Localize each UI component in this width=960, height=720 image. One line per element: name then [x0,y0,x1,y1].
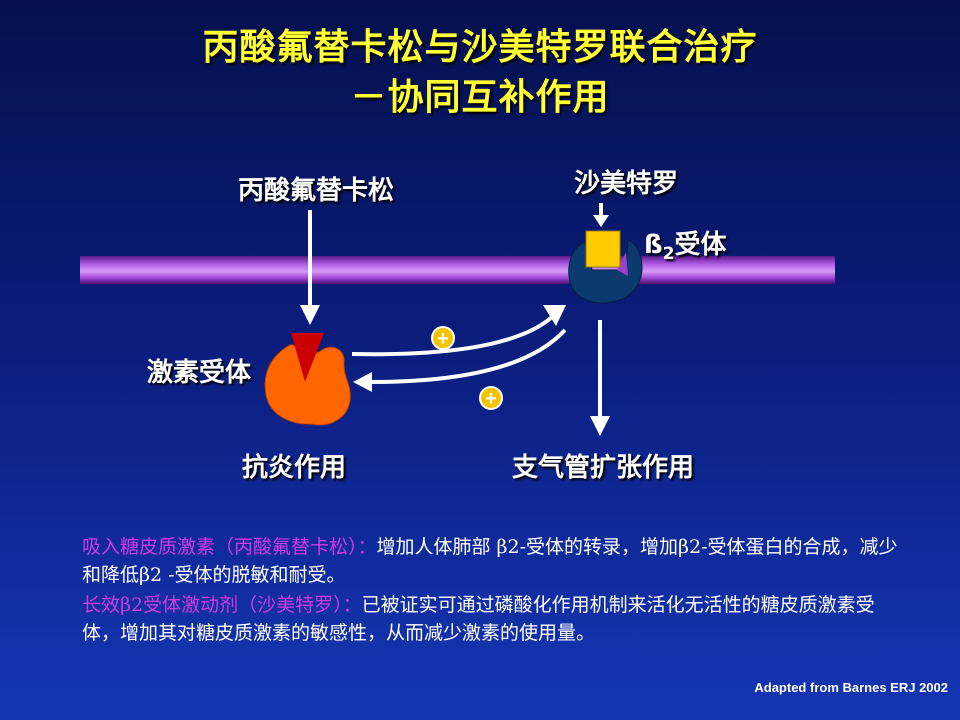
ics-heading: 吸入糖皮质激素（丙酸氟替卡松）： [82,536,377,558]
receptor-notch [617,252,628,276]
beta2-to-gr-arrowhead [353,372,372,392]
beta2-text: 受体 [674,230,727,260]
beta2-to-gr-arrow [371,328,567,384]
fp-ligand [291,333,324,382]
bronchodilation-arrow [590,320,610,436]
fp-down-arrow [300,210,320,325]
ics-text: 增加人体肺部 β2-受体的转录，增加β2-受体蛋白的合成，减少和降低β2 -受体… [82,536,898,586]
plus-sign-bottom: + [485,388,497,410]
glucocorticoid-receptor-label: 激素受体 [147,358,252,388]
fluticasone-label: 丙酸氟替卡松 [238,176,395,206]
anti-inflammatory-label: 抗炎作用 [242,453,347,483]
cell-membrane [80,256,835,284]
plus-sign-top: + [437,328,449,350]
beta2-symbol: ß [644,230,663,260]
beta2-receptor-label: ß2受体 [644,224,727,264]
source-credit: Adapted from Barnes ERJ 2002 [754,680,948,695]
salmeterol-molecule [585,230,621,268]
salmeterol-down-arrow [593,203,609,227]
laba-heading: 长效β2受体激动剂（沙美特罗）： [82,594,362,616]
plus-badge-bottom [479,386,503,410]
plus-badge-top [431,326,455,350]
gr-to-beta2-arrowhead [543,305,566,326]
salmeterol-label: 沙美特罗 [574,169,679,199]
slide-title-line1: 丙酸氟替卡松与沙美特罗联合治疗 [202,27,758,68]
beta2-subscript: 2 [662,244,675,265]
description-paragraph-1: 吸入糖皮质激素（丙酸氟替卡松）：增加人体肺部 β2-受体的转录，增加β2-受体蛋… [82,533,902,589]
bronchodilation-label: 支气管扩张作用 [512,453,695,483]
laba-text: 已被证实可通过磷酸化作用机制来活化无活性的糖皮质激素受体，增加其对糖皮质激素的敏… [82,594,875,644]
slide-title-line2: －协同互补作用 [350,77,610,118]
gr-to-beta2-arrow [351,315,554,357]
description-paragraph-2: 长效β2受体激动剂（沙美特罗）：已被证实可通过磷酸化作用机制来活化无活性的糖皮质… [82,591,902,647]
